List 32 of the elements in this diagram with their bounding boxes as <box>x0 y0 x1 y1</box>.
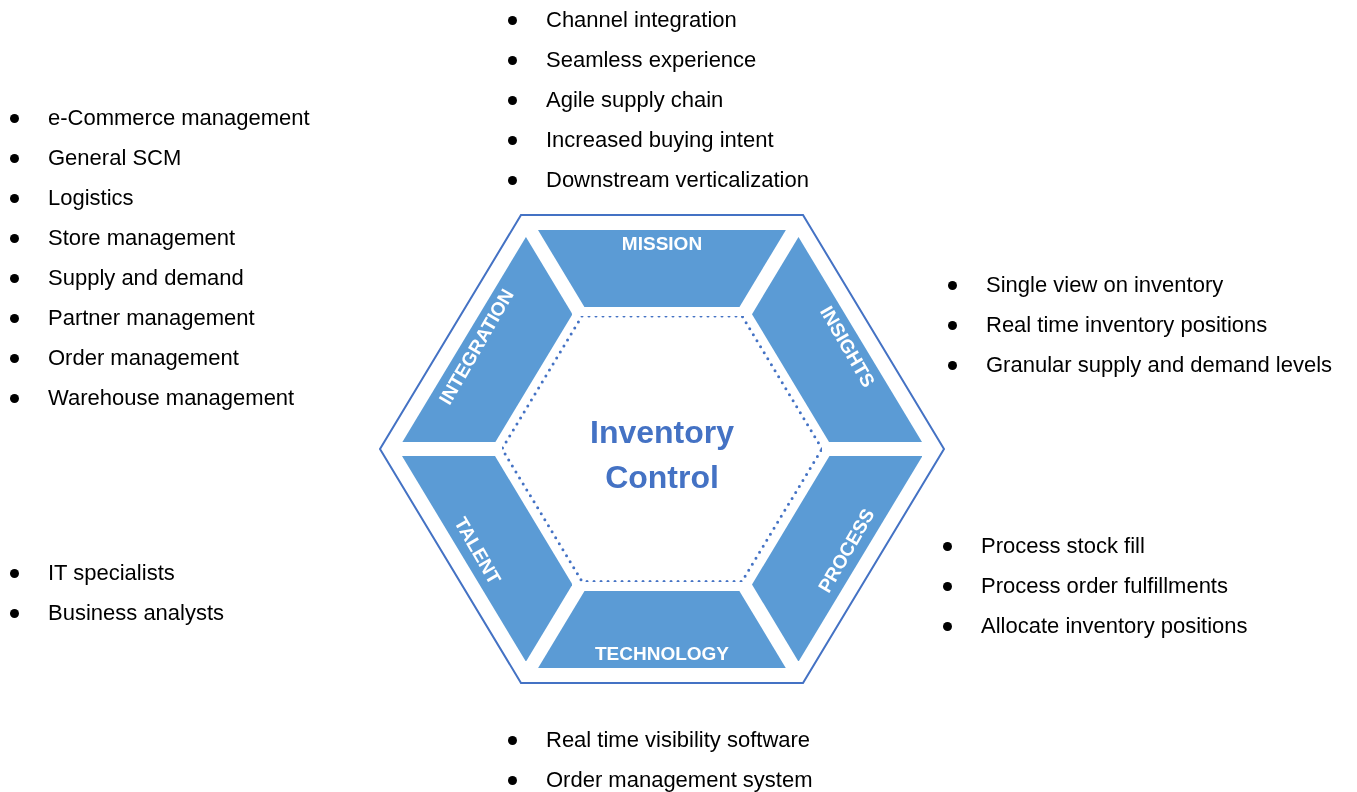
list-item-text: Increased buying intent <box>546 126 774 154</box>
segment-label: MISSION <box>621 232 703 257</box>
list-item-text: Warehouse management <box>48 384 295 412</box>
list-item-text: Granular supply and demand levels <box>986 351 1333 379</box>
list-item-text: Supply and demand <box>48 264 244 292</box>
list-item-text: Allocate inventory positions <box>981 612 1248 640</box>
list-item-text: Partner management <box>48 304 255 332</box>
list-item-text: Channel integration <box>546 6 737 34</box>
list-item-text: Downstream verticalization <box>546 166 809 194</box>
list-item-text: Process order fulfillments <box>981 572 1228 600</box>
list-item-text: Order management system <box>546 766 813 792</box>
list-item-text: Real time visibility software <box>546 726 811 754</box>
list-item-text: General SCM <box>48 144 182 172</box>
list-item-text: Business analysts <box>48 599 225 627</box>
list-item-text: IT specialists <box>48 559 175 587</box>
hexagon-segment <box>402 455 573 662</box>
hexagon-segment <box>751 455 922 662</box>
list-item-text: Agile supply chain <box>546 86 724 114</box>
list-item-text: Process stock fill <box>981 532 1145 560</box>
center-title: Inventory Control <box>589 413 735 497</box>
segment-label: TECHNOLOGY <box>594 641 729 666</box>
hexagon-segment <box>751 236 922 443</box>
hexagon-segment <box>402 236 573 443</box>
hexagon-segment <box>538 590 786 669</box>
list-item-text: Seamless experience <box>546 46 757 74</box>
list-item-text: Store management <box>48 224 236 252</box>
list-item-text: Order management <box>48 344 239 372</box>
hexagon-segment <box>538 229 786 308</box>
list-item-text: Real time inventory positions <box>986 311 1268 339</box>
list-item-text: Logistics <box>48 184 134 212</box>
list-item-text: Single view on inventory <box>986 271 1224 299</box>
list-item-text: e-Commerce management <box>48 104 310 132</box>
